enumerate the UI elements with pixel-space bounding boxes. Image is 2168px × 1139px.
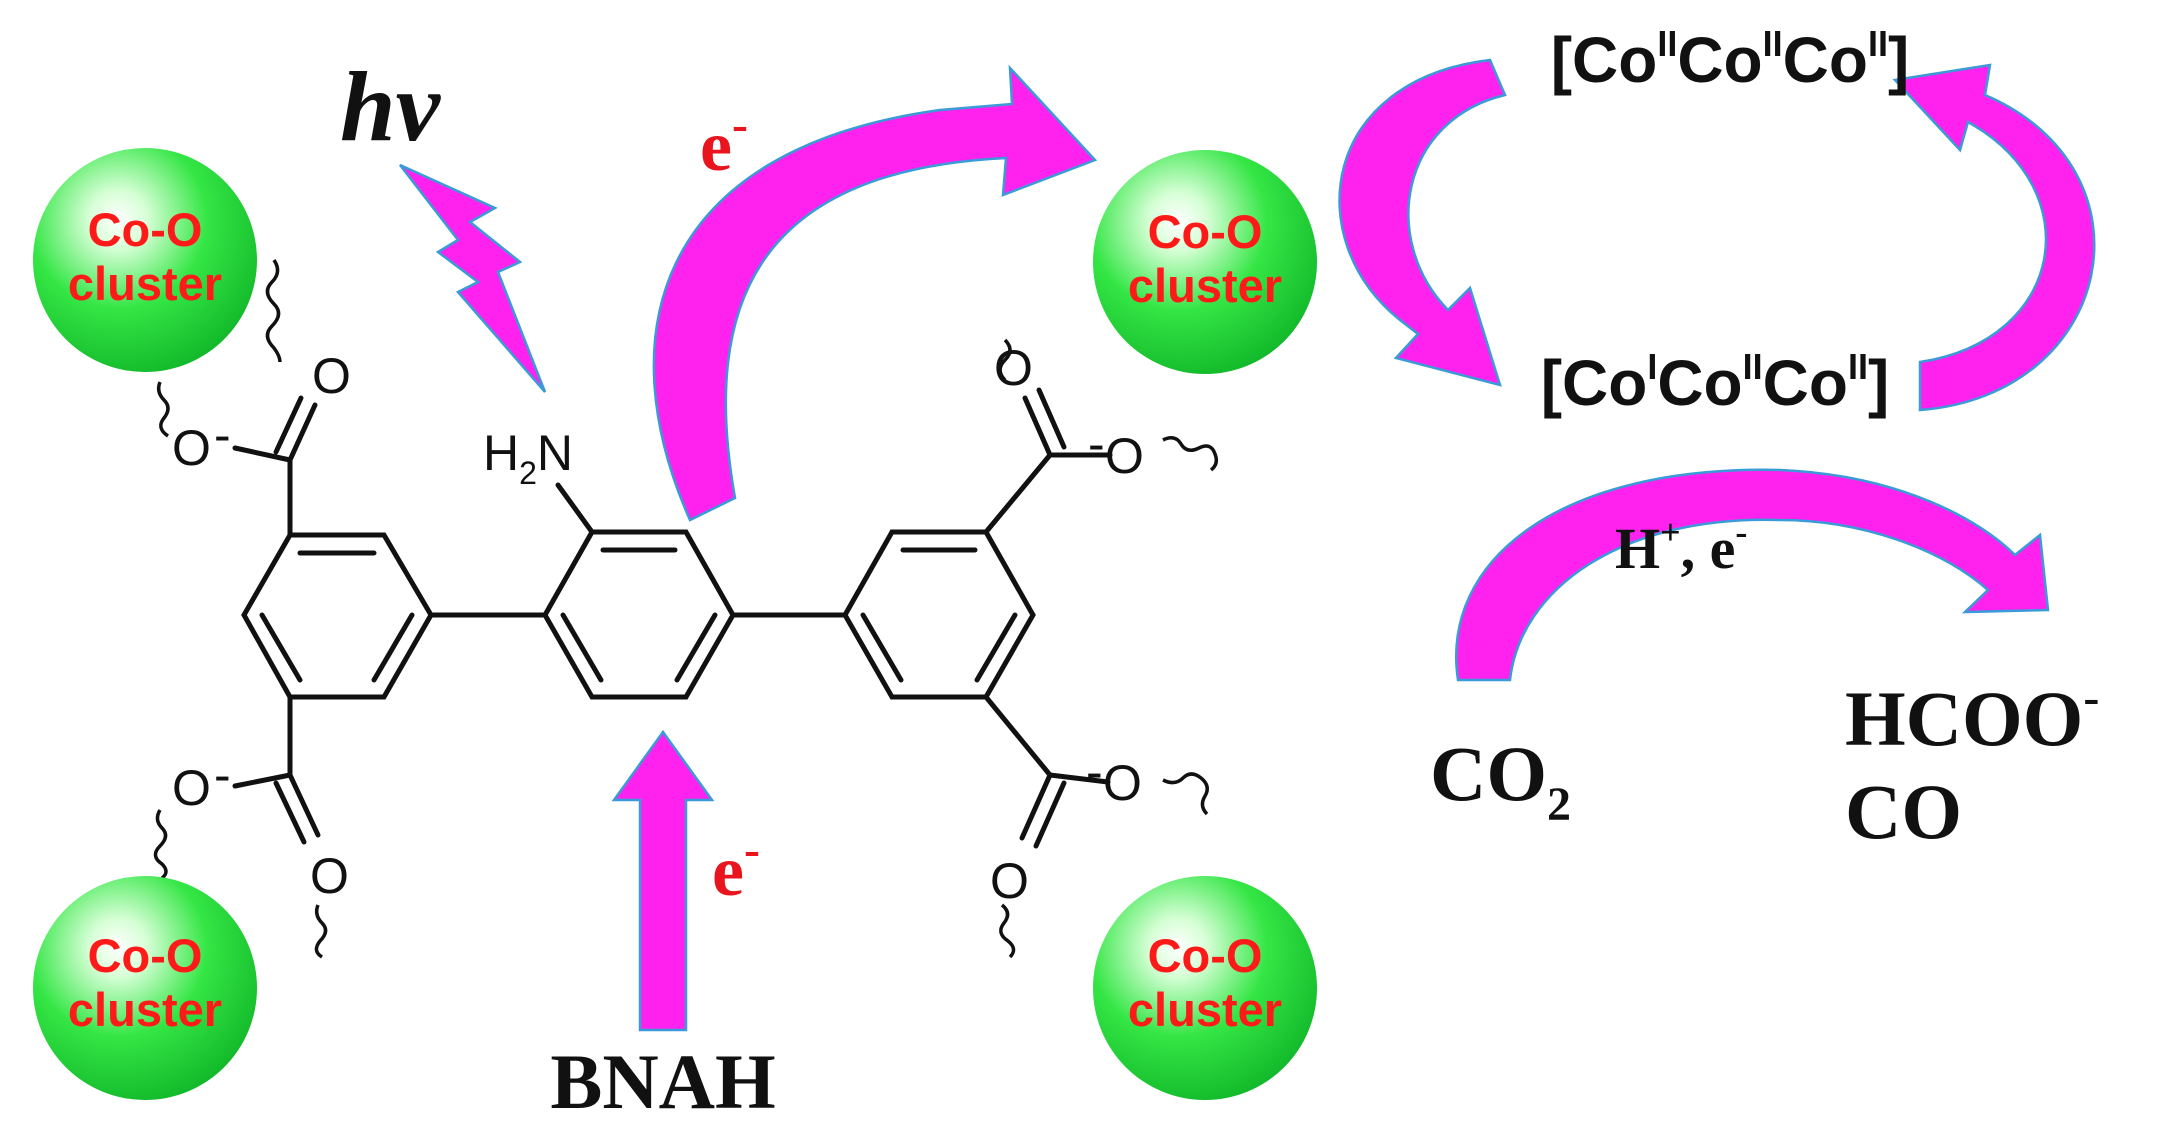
svg-text:cluster: cluster xyxy=(68,983,222,1036)
redox-cycle: [CoIICoIICoII] [CoICoIICoII] xyxy=(1338,23,2096,419)
svg-text:cluster: cluster xyxy=(1128,983,1282,1036)
reduction-arrow xyxy=(1338,58,1507,387)
carboxylate-bottom-left xyxy=(232,772,321,845)
donor-electron-arrow xyxy=(611,729,715,1032)
co2-reduction: H+, e- CO2 HCOO- CO xyxy=(1430,468,2099,855)
electron-label-bottom: e- xyxy=(712,823,760,911)
svg-text:cluster: cluster xyxy=(1128,259,1282,312)
reagents-label: H+, e- xyxy=(1615,512,1747,581)
lightning-bolt-icon xyxy=(399,163,547,393)
charge-sign: - xyxy=(214,747,231,803)
carboxylate-top-left xyxy=(232,395,318,463)
wavy-link xyxy=(998,338,1012,382)
carboxylate-bottom-right xyxy=(1019,772,1111,849)
product-co: CO xyxy=(1845,768,1962,855)
product-formate: HCOO- xyxy=(1845,671,2099,762)
amine-label: H2N xyxy=(483,425,573,491)
light-label: hv xyxy=(340,51,442,162)
wavy-link xyxy=(153,809,168,880)
charge-sign: - xyxy=(1088,416,1105,472)
oxygen-atom: O xyxy=(172,420,211,476)
redox-state-top: [CoIICoIICoII] xyxy=(1551,23,1910,96)
substrate-co2: CO2 xyxy=(1430,730,1571,831)
charge-sign: - xyxy=(214,407,231,463)
wavy-link xyxy=(314,904,328,959)
oxygen-atom: O xyxy=(990,853,1029,909)
bnah-label: BNAH xyxy=(550,1038,775,1125)
oxygen-atom: O xyxy=(172,760,211,816)
co-o-cluster-bottom-left: Co-O cluster xyxy=(33,876,257,1100)
ring-center xyxy=(542,529,736,700)
redox-state-bottom: [CoICoIICoII] xyxy=(1541,346,1890,419)
svg-text:Co-O: Co-O xyxy=(1148,929,1263,982)
oxygen-atom: O xyxy=(1103,755,1142,811)
wavy-link xyxy=(999,903,1016,959)
ring-right xyxy=(842,529,1036,700)
linker-molecule: O - O O - O O - O O - O H2N xyxy=(153,259,1219,959)
ring-left xyxy=(241,532,434,700)
carboxylate-top-right xyxy=(1022,387,1113,458)
svg-text:Co-O: Co-O xyxy=(88,929,203,982)
oxygen-atom: O xyxy=(312,348,351,404)
svg-text:Co-O: Co-O xyxy=(88,203,203,256)
co2-reduction-arrow xyxy=(1455,468,2050,682)
wavy-link xyxy=(1162,436,1219,472)
svg-text:cluster: cluster xyxy=(68,257,222,310)
electron-label-top: e- xyxy=(700,98,748,186)
co-o-cluster-top-left: Co-O cluster xyxy=(33,148,257,372)
wavy-link xyxy=(1162,772,1209,816)
co-o-cluster-bottom-right: Co-O cluster xyxy=(1093,876,1317,1100)
svg-text:Co-O: Co-O xyxy=(1148,205,1263,258)
co-o-cluster-top-right: Co-O cluster xyxy=(1093,150,1317,374)
amine-bond xyxy=(555,482,595,535)
electron-transfer-arrow-curved xyxy=(652,64,1098,522)
oxidation-arrow xyxy=(1892,63,2096,412)
charge-sign: - xyxy=(1086,744,1103,800)
wavy-link xyxy=(156,381,170,438)
wavy-link xyxy=(265,259,282,363)
oxygen-atom: O xyxy=(1105,428,1144,484)
oxygen-atom: O xyxy=(310,848,349,904)
